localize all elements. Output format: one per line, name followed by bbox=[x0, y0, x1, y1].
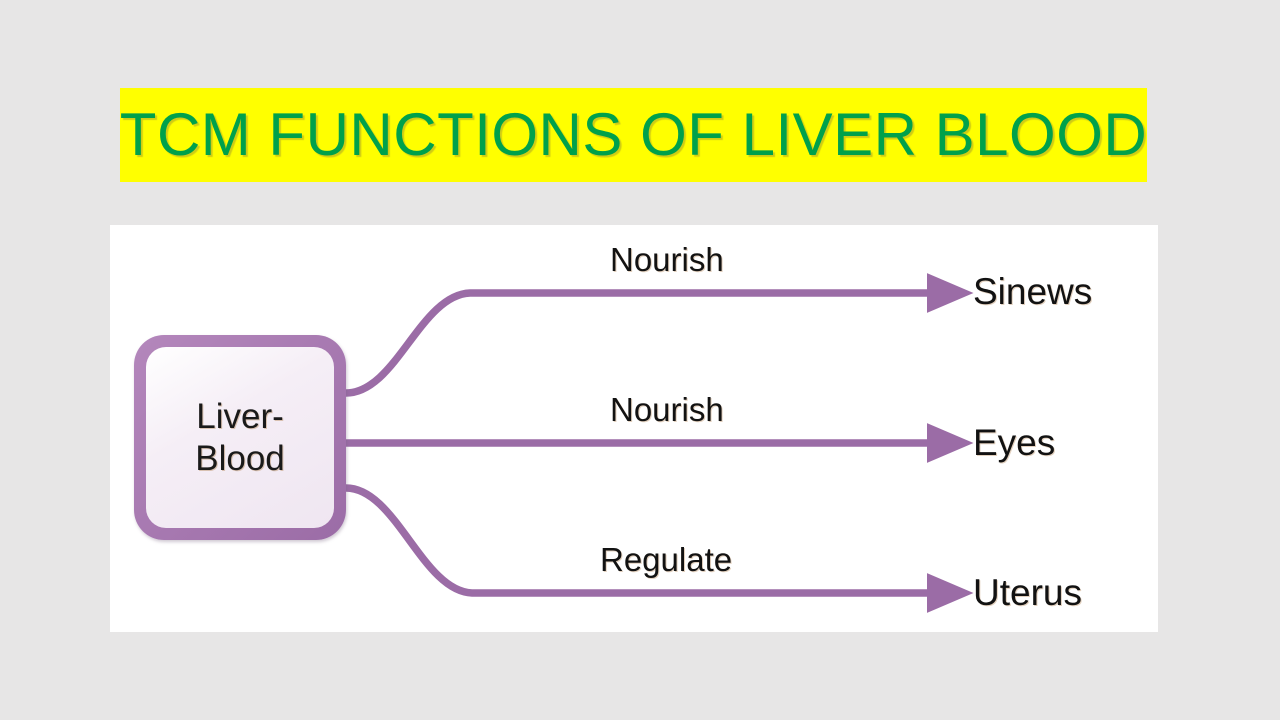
node-liver-blood-body: Liver- Blood bbox=[146, 347, 334, 528]
edge-label-eyes: Nourish bbox=[610, 391, 724, 428]
node-uterus[interactable]: Uterus bbox=[973, 572, 1082, 613]
edge-label-uterus: Regulate bbox=[600, 541, 733, 578]
node-liver-blood-label-line-1: Liver- bbox=[196, 397, 284, 437]
diagram-panel: Liver- Blood Nourish Nourish Regulate Si… bbox=[110, 225, 1158, 632]
node-liver-blood-label-line-2: Blood bbox=[195, 438, 285, 478]
node-liver-blood[interactable]: Liver- Blood bbox=[134, 335, 346, 540]
diagram-connectors bbox=[345, 273, 974, 613]
page-title: TCM FUNCTIONS OF LIVER BLOOD bbox=[119, 101, 1148, 168]
connector-sinews bbox=[345, 273, 974, 397]
node-eyes[interactable]: Eyes bbox=[973, 422, 1056, 463]
node-sinews[interactable]: Sinews bbox=[973, 271, 1093, 312]
connector-uterus bbox=[345, 484, 974, 613]
title-banner: TCM FUNCTIONS OF LIVER BLOOD bbox=[120, 88, 1147, 182]
edge-label-sinews: Nourish bbox=[610, 241, 724, 278]
